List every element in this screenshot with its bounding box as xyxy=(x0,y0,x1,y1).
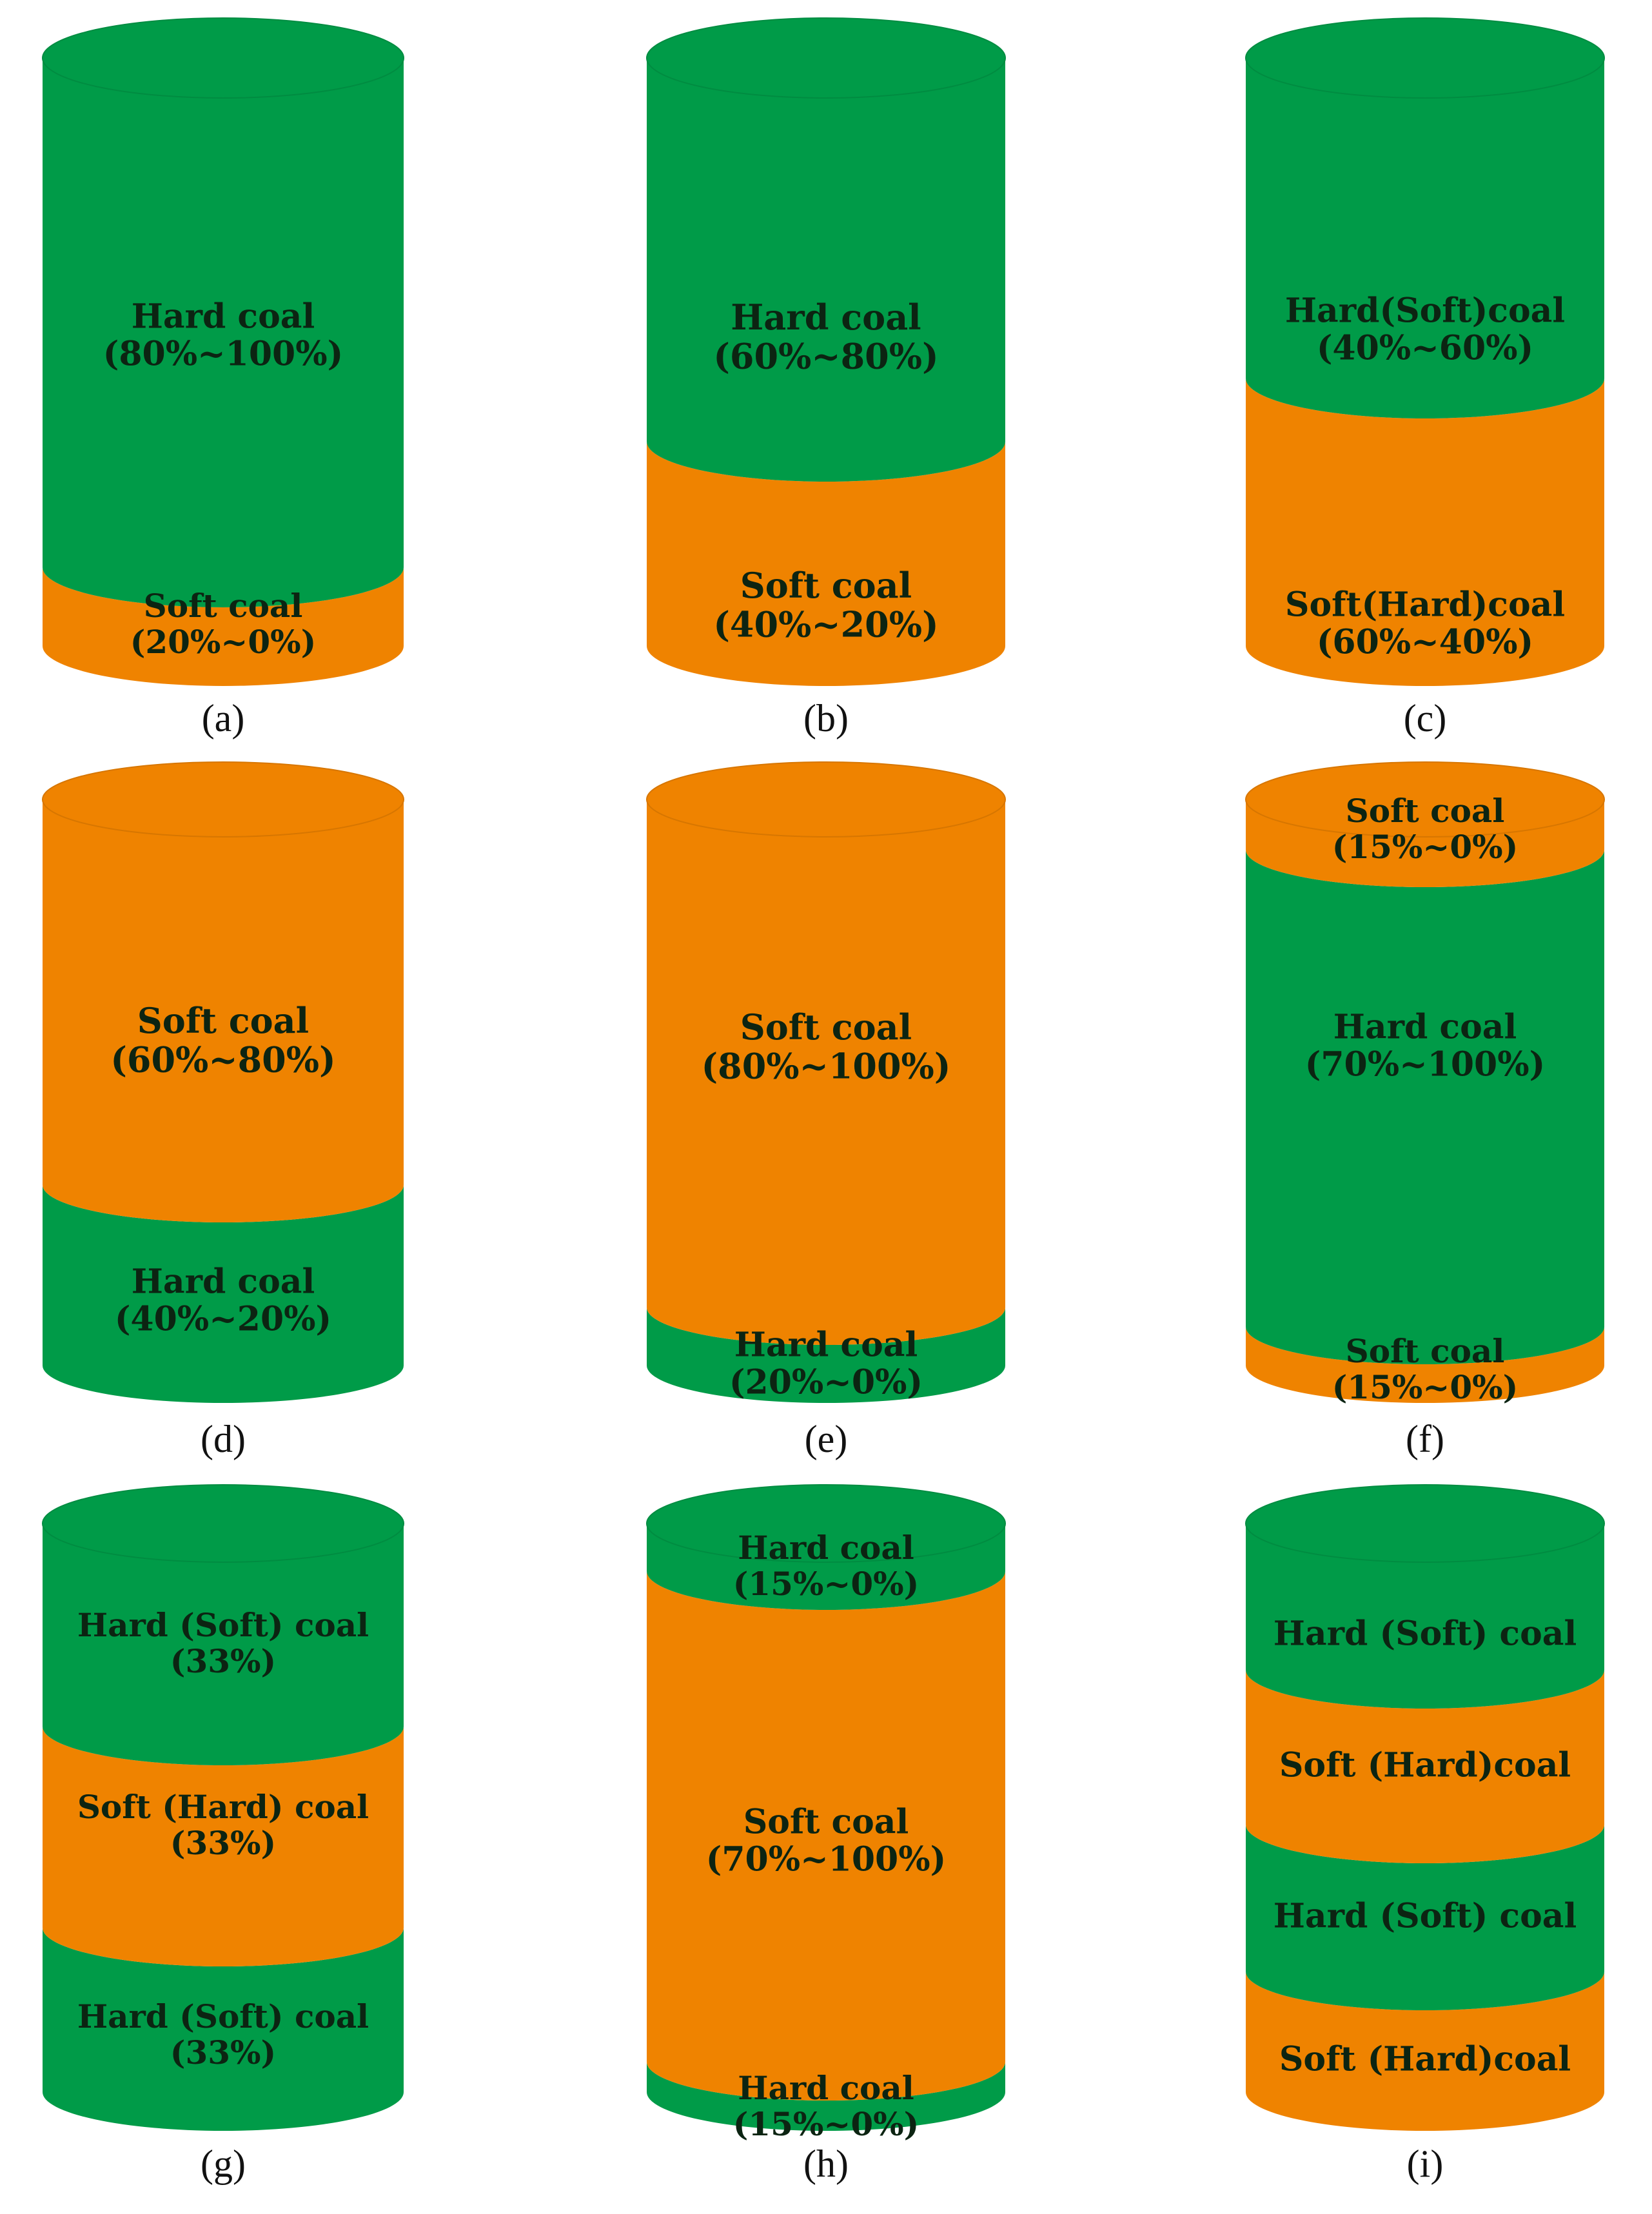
segment-percent-label: (15%~0%) xyxy=(1332,1368,1519,1406)
panel-caption-g: (g) xyxy=(201,2142,246,2185)
segment-hard-coal xyxy=(1246,58,1604,418)
panel-caption-f: (f) xyxy=(1406,1418,1444,1460)
panel-caption-d: (d) xyxy=(201,1418,246,1460)
segment-percent-label: (20%~0%) xyxy=(130,623,317,661)
segment-name-label: Hard coal xyxy=(1333,1008,1517,1047)
column-g: Hard (Soft) coal(33%)Soft (Hard) coal(33… xyxy=(42,1484,404,2131)
segment-soft-coal xyxy=(43,799,404,1222)
segment-soft-coal xyxy=(647,1571,1005,2101)
column-top-ellipse xyxy=(1245,1484,1605,1563)
column-b: Hard coal(60%~80%) Soft coal(40%~20%) xyxy=(646,17,1006,686)
column-top-ellipse xyxy=(1245,17,1605,99)
column-top-ellipse xyxy=(42,1484,404,1563)
segment-percent-label: (33%) xyxy=(170,2033,276,2072)
segment-name-label: Hard coal xyxy=(738,2069,914,2107)
segment-name-label: Soft(Hard)coal xyxy=(1285,585,1565,625)
segment-name-label: Soft coal xyxy=(740,1006,912,1048)
segment-name-label: Soft coal xyxy=(740,565,912,606)
panel-caption-h: (h) xyxy=(803,2142,849,2185)
segment-name-label: Hard (Soft) coal xyxy=(1273,1897,1577,1936)
segment-percent-label: (80%~100%) xyxy=(103,335,344,374)
segment-hard-coal xyxy=(43,1185,404,1403)
segment-soft-coal xyxy=(1246,799,1604,887)
column-h: Hard coal(15%~0%)Soft coal(70%~100%)Hard… xyxy=(646,1484,1006,2143)
segment-percent-label: (40%~20%) xyxy=(713,604,938,645)
segment-percent-label: (33%) xyxy=(170,1824,276,1862)
segment-name-label: Hard coal xyxy=(132,297,315,337)
segment-hard-coal xyxy=(647,1523,1005,1610)
segment-percent-label: (15%~0%) xyxy=(733,2105,919,2143)
panel-caption-c: (c) xyxy=(1404,697,1447,740)
segment-soft-coal xyxy=(1246,378,1604,686)
panel-caption-a: (a) xyxy=(202,697,245,740)
segment-hard-coal xyxy=(43,1928,404,2131)
segment-soft-coal xyxy=(1246,1972,1604,2131)
segment-name-label: Hard (Soft) coal xyxy=(77,1606,369,1644)
segment-name-label: Soft coal xyxy=(1346,1332,1505,1370)
segment-percent-label: (15%~0%) xyxy=(733,1565,919,1603)
column-e: Soft coal(80%~100%) Hard coal(20%~0%) xyxy=(646,761,1006,1403)
column-f: Soft coal(15%~0%)Hard coal(70%~100%)Soft… xyxy=(1245,761,1605,1406)
segment-hard-coal xyxy=(1246,1523,1604,1709)
segment-name-label: Soft coal xyxy=(137,1000,309,1041)
segment-name-label: Soft (Hard)coal xyxy=(1279,2040,1571,2079)
segment-soft-coal xyxy=(1246,1670,1604,1863)
column-a: Hard coal(80%~100%) Soft coal(20%~0%) xyxy=(42,17,404,686)
segment-name-label: Soft (Hard) coal xyxy=(77,1788,369,1826)
segment-name-label: Hard coal xyxy=(731,297,921,338)
segment-percent-label: (60%~80%) xyxy=(110,1039,335,1081)
segment-percent-label: (80%~100%) xyxy=(702,1046,951,1087)
segment-name-label: Hard coal xyxy=(132,1262,315,1302)
segment-name-label: Hard (Soft) coal xyxy=(1273,1614,1577,1654)
column-top-ellipse xyxy=(1245,761,1605,838)
segment-percent-label: (60%~80%) xyxy=(713,336,938,377)
segment-percent-label: (33%) xyxy=(170,1642,276,1680)
segment-hard-coal xyxy=(647,1308,1005,1403)
segment-soft-coal xyxy=(43,1727,404,1966)
segment-name-label: Soft (Hard)coal xyxy=(1279,1746,1571,1785)
column-d: Soft coal(60%~80%) Hard coal(40%~20%) xyxy=(42,761,404,1403)
segment-hard-coal xyxy=(647,58,1005,482)
segment-percent-label: (20%~0%) xyxy=(729,1363,923,1402)
segment-hard-coal xyxy=(43,1523,404,1765)
panel-caption-e: (e) xyxy=(805,1418,848,1460)
panel-caption-i: (i) xyxy=(1407,2142,1444,2185)
segment-name-label: Hard (Soft) coal xyxy=(77,1997,369,2035)
column-top-ellipse xyxy=(646,17,1006,99)
segment-percent-label: (40%~60%) xyxy=(1317,329,1533,368)
segment-soft-coal xyxy=(647,442,1005,686)
segment-soft-coal xyxy=(1246,1327,1604,1403)
segment-percent-label: (70%~100%) xyxy=(1305,1045,1546,1084)
segment-soft-coal xyxy=(647,799,1005,1345)
column-top-ellipse xyxy=(646,761,1006,838)
column-top-ellipse xyxy=(646,1484,1006,1563)
segment-hard-coal xyxy=(1246,850,1604,1364)
segment-name-label: Soft coal xyxy=(144,587,303,625)
segment-name-label: Hard coal xyxy=(734,1326,918,1365)
segment-hard-coal xyxy=(647,2062,1005,2131)
segment-percent-label: (70%~100%) xyxy=(706,1840,947,1879)
segment-name-label: Hard(Soft)coal xyxy=(1285,291,1565,331)
segment-name-label: Soft coal xyxy=(743,1803,909,1842)
panel-caption-b: (b) xyxy=(803,697,849,740)
column-top-ellipse xyxy=(42,17,404,99)
column-c: Hard(Soft)coal(40%~60%) Soft(Hard)coal(60… xyxy=(1245,17,1605,686)
segment-percent-label: (60%~40%) xyxy=(1317,623,1533,662)
segment-percent-label: (40%~20%) xyxy=(115,1300,331,1339)
column-top-ellipse xyxy=(42,761,404,838)
segment-soft-coal xyxy=(43,567,404,686)
segment-hard-coal xyxy=(43,58,404,607)
segment-hard-coal xyxy=(1246,1825,1604,2010)
segment-name-label: Soft coal xyxy=(1346,792,1505,830)
segment-percent-label: (15%~0%) xyxy=(1332,828,1519,866)
segment-name-label: Hard coal xyxy=(738,1529,914,1567)
